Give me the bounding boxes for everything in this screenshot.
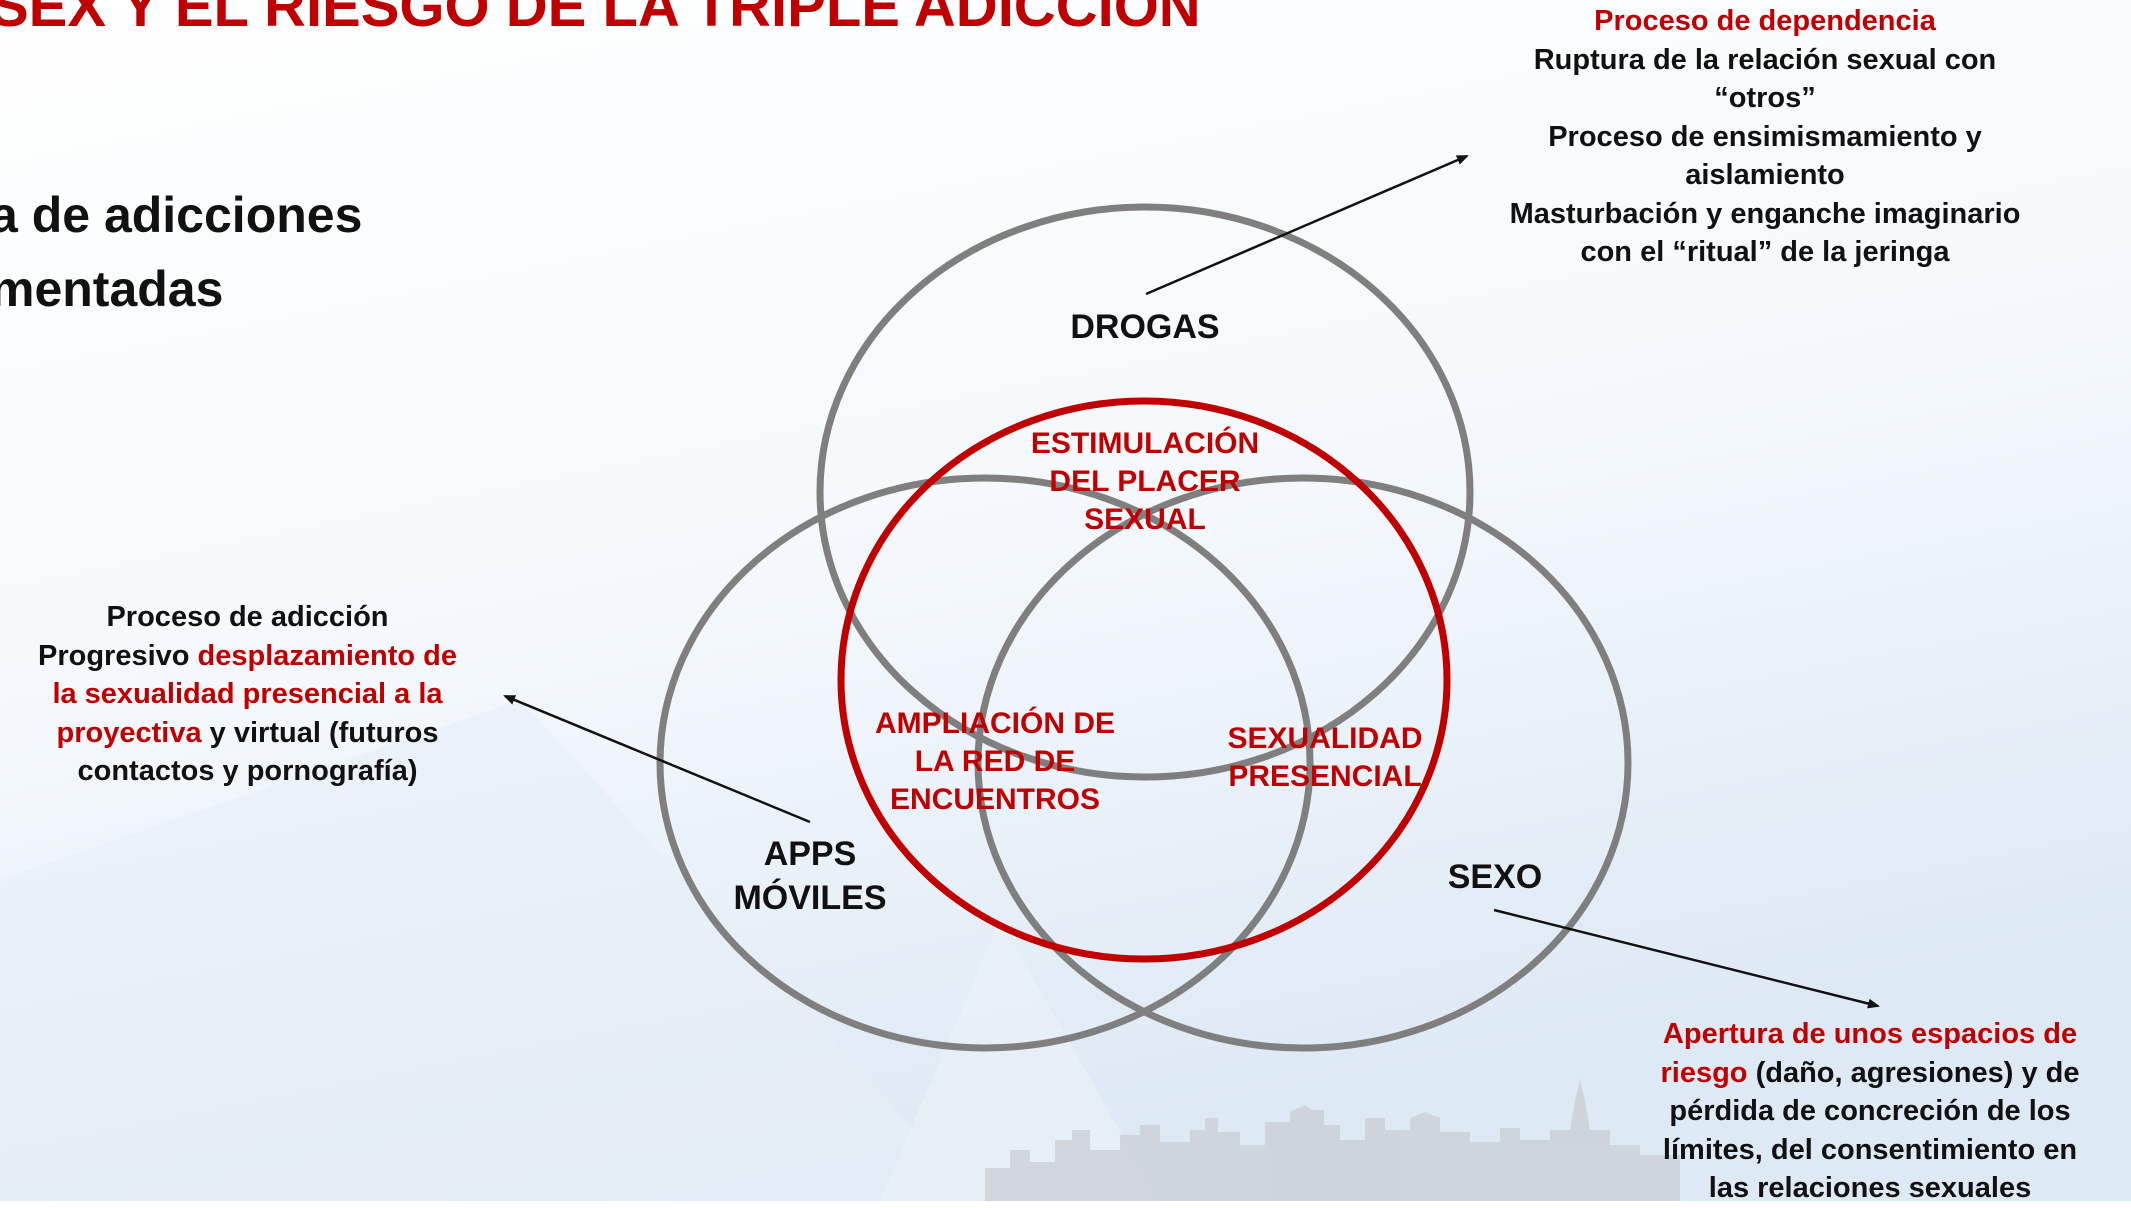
arrow-to-adiccion (503, 694, 811, 824)
label-apps-moviles: APPS MÓVILES (733, 835, 887, 917)
note-adiccion-line-4-red: proyectiva (56, 716, 202, 749)
city-skyline-illustration (985, 1078, 1680, 1201)
circle-sexo (974, 474, 1632, 1052)
note-dependencia-line-4: aislamiento (1685, 159, 1845, 191)
arrow-to-dependencia (1145, 154, 1469, 296)
note-apertura-line-1: Apertura de unos espacios de (1662, 1018, 2078, 1050)
note-apertura-line-2-black: (daño, agresiones) y de (1747, 1056, 2080, 1089)
circle-triple-adiccion (837, 397, 1451, 963)
note-dependencia-title: Proceso de dependencia (1594, 5, 1936, 37)
note-apertura-espacios-riesgo: Apertura de unos espacios de riesgo (dañ… (1625, 1015, 2115, 1208)
note-dependencia-line-6: con el “ritual” de la jeringa (1580, 236, 1950, 268)
note-apertura-line-5: las relaciones sexuales (1708, 1172, 2032, 1204)
label-sexualidad-presencial: SEXUALIDAD PRESENCIAL (1227, 722, 1423, 793)
section-heading-line-1: a de adicciones (0, 187, 363, 243)
note-apertura-line-2-red: riesgo (1660, 1056, 1748, 1089)
note-dependencia-line-3: Proceso de ensimismamiento y (1548, 120, 1982, 153)
note-dependencia-line-1: Ruptura de la relación sexual con (1533, 43, 1997, 76)
section-heading-line-2: mentadas (0, 261, 224, 317)
label-sexo: SEXO (1447, 858, 1543, 896)
circle-drogas (816, 203, 1474, 781)
label-estimulacion-placer-sexual: ESTIMULACIÓN DEL PLACER SEXUAL (1030, 427, 1260, 536)
note-adiccion-line-4-black: y virtual (futuros (201, 716, 439, 749)
note-proceso-dependencia: Proceso de dependencia Ruptura de la rel… (1460, 2, 2070, 272)
note-dependencia-line-5: Masturbación y enganche imaginario (1509, 197, 2021, 230)
slide-title: SEX Y EL RIESGO DE LA TRIPLE ADICCIÓN (0, 0, 1201, 39)
note-adiccion-line-4: proyectiva y virtual (futuros (5, 714, 490, 753)
note-adiccion-line-5: contactos y pornografía) (77, 755, 418, 787)
arrow-to-apertura (1493, 908, 1880, 1009)
label-ampliacion-red-encuentros: AMPLIACIÓN DE LA RED DE ENCUENTROS (875, 707, 1115, 816)
note-adiccion-line-2: Progresivo desplazamiento de (5, 637, 490, 676)
note-adiccion-line-2-red: desplazamiento de (197, 639, 458, 672)
note-apertura-line-2: riesgo (daño, agresiones) y de (1625, 1054, 2115, 1093)
label-drogas: DROGAS (1070, 308, 1220, 346)
note-dependencia-line-2: “otros” (1714, 82, 1816, 114)
note-adiccion-line-1: Proceso de adicción (106, 601, 389, 633)
note-proceso-adiccion: Proceso de adicción Progresivo desplazam… (5, 598, 490, 791)
circle-apps-moviles (656, 474, 1314, 1052)
note-adiccion-line-2-black: Progresivo (37, 639, 198, 672)
section-heading: a de adicciones mentadas (0, 178, 362, 326)
note-apertura-line-3: pérdida de concreción de los (1669, 1095, 2071, 1127)
note-adiccion-line-3: la sexualidad presencial a la (52, 678, 443, 710)
note-apertura-line-4: límites, del consentimiento en (1662, 1133, 2078, 1166)
